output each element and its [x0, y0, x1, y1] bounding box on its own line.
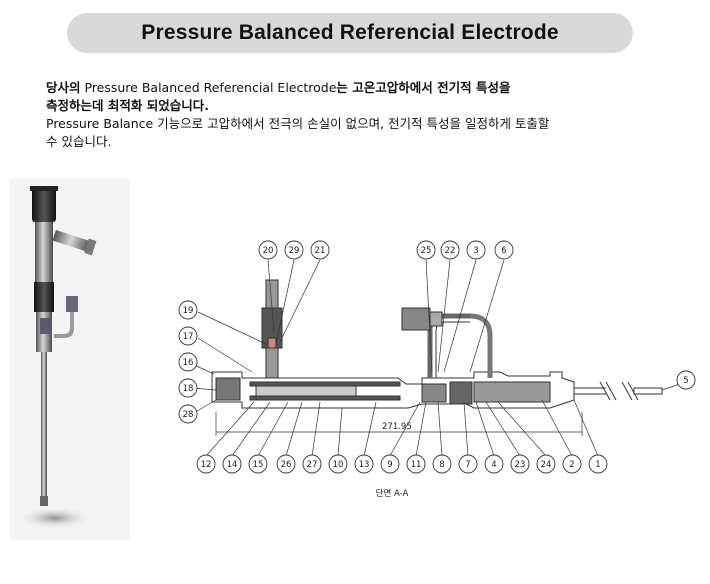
label-circle: 11 — [406, 454, 426, 474]
label-circle: 20 — [258, 240, 278, 260]
label-circle: 27 — [302, 454, 322, 474]
svg-text:24: 24 — [541, 460, 552, 470]
svg-text:7: 7 — [465, 460, 470, 470]
dimension-text: 271.95 — [382, 422, 412, 432]
label-circle: 6 — [494, 240, 514, 260]
svg-text:11: 11 — [411, 460, 422, 470]
label-circle: 10 — [328, 454, 348, 474]
part-labels: 20 29 21 25 22 3 6 5 19 17 16 18 28 12 1… — [178, 240, 696, 474]
label-circle: 24 — [536, 454, 556, 474]
electrode-photo — [10, 178, 130, 540]
label-circle: 5 — [676, 370, 696, 390]
svg-text:6: 6 — [501, 246, 506, 256]
intro-line-3: Pressure Balance 기능으로 고압하에서 전극의 손실이 없으며,… — [46, 116, 550, 131]
svg-text:23: 23 — [515, 460, 526, 470]
label-circle: 29 — [284, 240, 304, 260]
label-circle: 28 — [178, 404, 198, 424]
label-circle: 2 — [562, 454, 582, 474]
label-circle: 7 — [458, 454, 478, 474]
svg-text:5: 5 — [683, 376, 688, 386]
label-circle: 25 — [416, 240, 436, 260]
svg-text:18: 18 — [183, 384, 194, 394]
svg-text:29: 29 — [289, 246, 300, 256]
dimension-line: 271.95 — [215, 412, 583, 436]
svg-text:27: 27 — [307, 460, 318, 470]
svg-text:10: 10 — [333, 460, 344, 470]
intro-line-4: 수 있습니다. — [46, 134, 112, 149]
intro-normal: Pressure Balanced Referencial Electrode — [80, 80, 337, 95]
page-title: Pressure Balanced Referencial Electrode — [141, 21, 559, 44]
intro-bold-a: 당사의 — [46, 80, 81, 95]
label-circle: 3 — [466, 240, 486, 260]
label-circle: 19 — [178, 300, 198, 320]
cross-section-drawing: 271.95 20 29 21 — [178, 240, 696, 499]
svg-text:8: 8 — [439, 460, 444, 470]
svg-text:3: 3 — [473, 246, 478, 256]
label-circle: 1 — [588, 454, 608, 474]
label-circle: 18 — [178, 378, 198, 398]
label-circle: 9 — [380, 454, 400, 474]
section-label: 단면 A-A — [376, 488, 409, 499]
label-circle: 15 — [248, 454, 268, 474]
svg-text:9: 9 — [387, 460, 392, 470]
label-circle: 22 — [440, 240, 460, 260]
svg-text:28: 28 — [183, 410, 194, 420]
label-circle: 16 — [178, 352, 198, 372]
intro-bold-c: 측정하는데 최적화 되었습니다. — [46, 98, 209, 113]
label-circle: 21 — [310, 240, 330, 260]
svg-text:22: 22 — [445, 246, 456, 256]
intro-line-1: 당사의 Pressure Balanced Referencial Electr… — [46, 79, 666, 97]
leader-lines — [191, 259, 681, 457]
title-banner: Pressure Balanced Referencial Electrode — [67, 13, 633, 53]
svg-text:25: 25 — [421, 246, 432, 256]
svg-text:16: 16 — [183, 358, 194, 368]
svg-text:21: 21 — [315, 246, 326, 256]
svg-text:2: 2 — [569, 460, 574, 470]
svg-text:4: 4 — [491, 460, 496, 470]
label-circle: 23 — [510, 454, 530, 474]
svg-text:1: 1 — [595, 460, 600, 470]
label-circle: 17 — [178, 326, 198, 346]
intro-bold-b: 는 고온고압하에서 전기적 특성을 — [336, 80, 511, 95]
svg-text:13: 13 — [359, 460, 370, 470]
label-circle: 4 — [484, 454, 504, 474]
label-circle: 13 — [354, 454, 374, 474]
label-circle: 26 — [276, 454, 296, 474]
svg-text:19: 19 — [183, 306, 194, 316]
intro-text: 당사의 Pressure Balanced Referencial Electr… — [46, 79, 666, 151]
label-circle: 8 — [432, 454, 452, 474]
label-circle: 14 — [222, 454, 242, 474]
svg-text:17: 17 — [183, 332, 194, 342]
label-circle: 12 — [196, 454, 216, 474]
svg-text:15: 15 — [253, 460, 264, 470]
svg-text:14: 14 — [227, 460, 238, 470]
svg-text:12: 12 — [201, 460, 212, 470]
svg-text:20: 20 — [263, 246, 274, 256]
electrode-outline — [211, 279, 663, 409]
intro-line-2: 측정하는데 최적화 되었습니다. — [46, 97, 666, 115]
svg-text:26: 26 — [281, 460, 292, 470]
